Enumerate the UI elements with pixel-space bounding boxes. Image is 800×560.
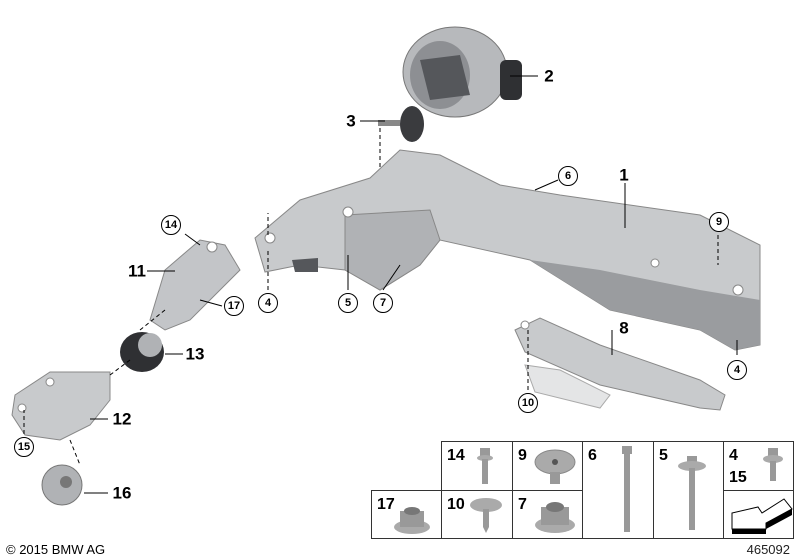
part-8-brace[interactable] (514, 317, 726, 411)
screw-icon (470, 498, 502, 533)
grid-cell-9[interactable]: 9 (512, 441, 583, 491)
cell-label: 6 (588, 447, 597, 464)
circle-7: 7 (373, 293, 393, 313)
circle-6: 6 (558, 166, 578, 186)
cell-label-secondary: 15 (729, 469, 747, 486)
part-3-stopper[interactable] (378, 106, 424, 142)
circle-5: 5 (338, 293, 358, 313)
cell-label: 4 (729, 447, 738, 464)
grid-cell-6[interactable]: 6 (582, 441, 654, 539)
circle-10: 10 (518, 393, 538, 413)
part-12-bracket[interactable] (11, 371, 111, 441)
circle-15: 15 (14, 437, 34, 457)
label-13: 13 (185, 344, 205, 364)
cell-label: 7 (518, 496, 527, 513)
cell-label: 5 (659, 447, 668, 464)
circle-9: 9 (709, 212, 729, 232)
leader-lines (23, 75, 738, 494)
circle-14: 14 (161, 215, 181, 235)
cell-label: 10 (447, 496, 465, 513)
grid-cell-17[interactable]: 17 (371, 490, 442, 539)
clip-nut-icon (534, 449, 576, 484)
short-bolt-icon (763, 448, 783, 481)
part-1-crossmember[interactable] (254, 149, 761, 351)
image-number: 465092 (746, 542, 790, 557)
label-8: 8 (619, 318, 629, 338)
hex-nut-icon (535, 502, 575, 533)
flange-nut-icon (394, 507, 430, 534)
label-12: 12 (112, 409, 132, 429)
cell-label: 9 (518, 447, 527, 464)
part-13-rubber-mount[interactable] (120, 332, 164, 372)
label-3: 3 (346, 111, 356, 131)
cell-label: 17 (377, 496, 395, 513)
grid-cell-10[interactable]: 10 (441, 490, 513, 539)
label-11: 11 (128, 261, 146, 281)
long-bolt-icon (622, 446, 632, 532)
label-1: 1 (619, 165, 629, 185)
grid-cell-arrow (723, 490, 794, 539)
part-11-bracket[interactable] (149, 239, 241, 331)
label-16: 16 (112, 483, 132, 503)
circle-17: 17 (224, 296, 244, 316)
bolt-icon (477, 448, 493, 484)
grid-cell-5[interactable]: 5 (653, 441, 724, 539)
part-16-rubber-buffer[interactable] (41, 464, 83, 506)
part-2-transmission-mount[interactable] (402, 26, 522, 118)
circle-4: 4 (727, 360, 747, 380)
label-2: 2 (544, 66, 554, 86)
grid-cell-7[interactable]: 7 (512, 490, 583, 539)
copyright-text: © 2015 BMW AG (6, 542, 106, 557)
circle-4: 4 (258, 293, 278, 313)
grid-cell-4-15[interactable]: 4 15 (723, 441, 794, 491)
cell-label: 14 (447, 447, 465, 464)
grid-cell-14[interactable]: 14 (441, 441, 513, 491)
arrow-icon (731, 498, 793, 534)
bolt-with-washer-icon (678, 456, 706, 530)
